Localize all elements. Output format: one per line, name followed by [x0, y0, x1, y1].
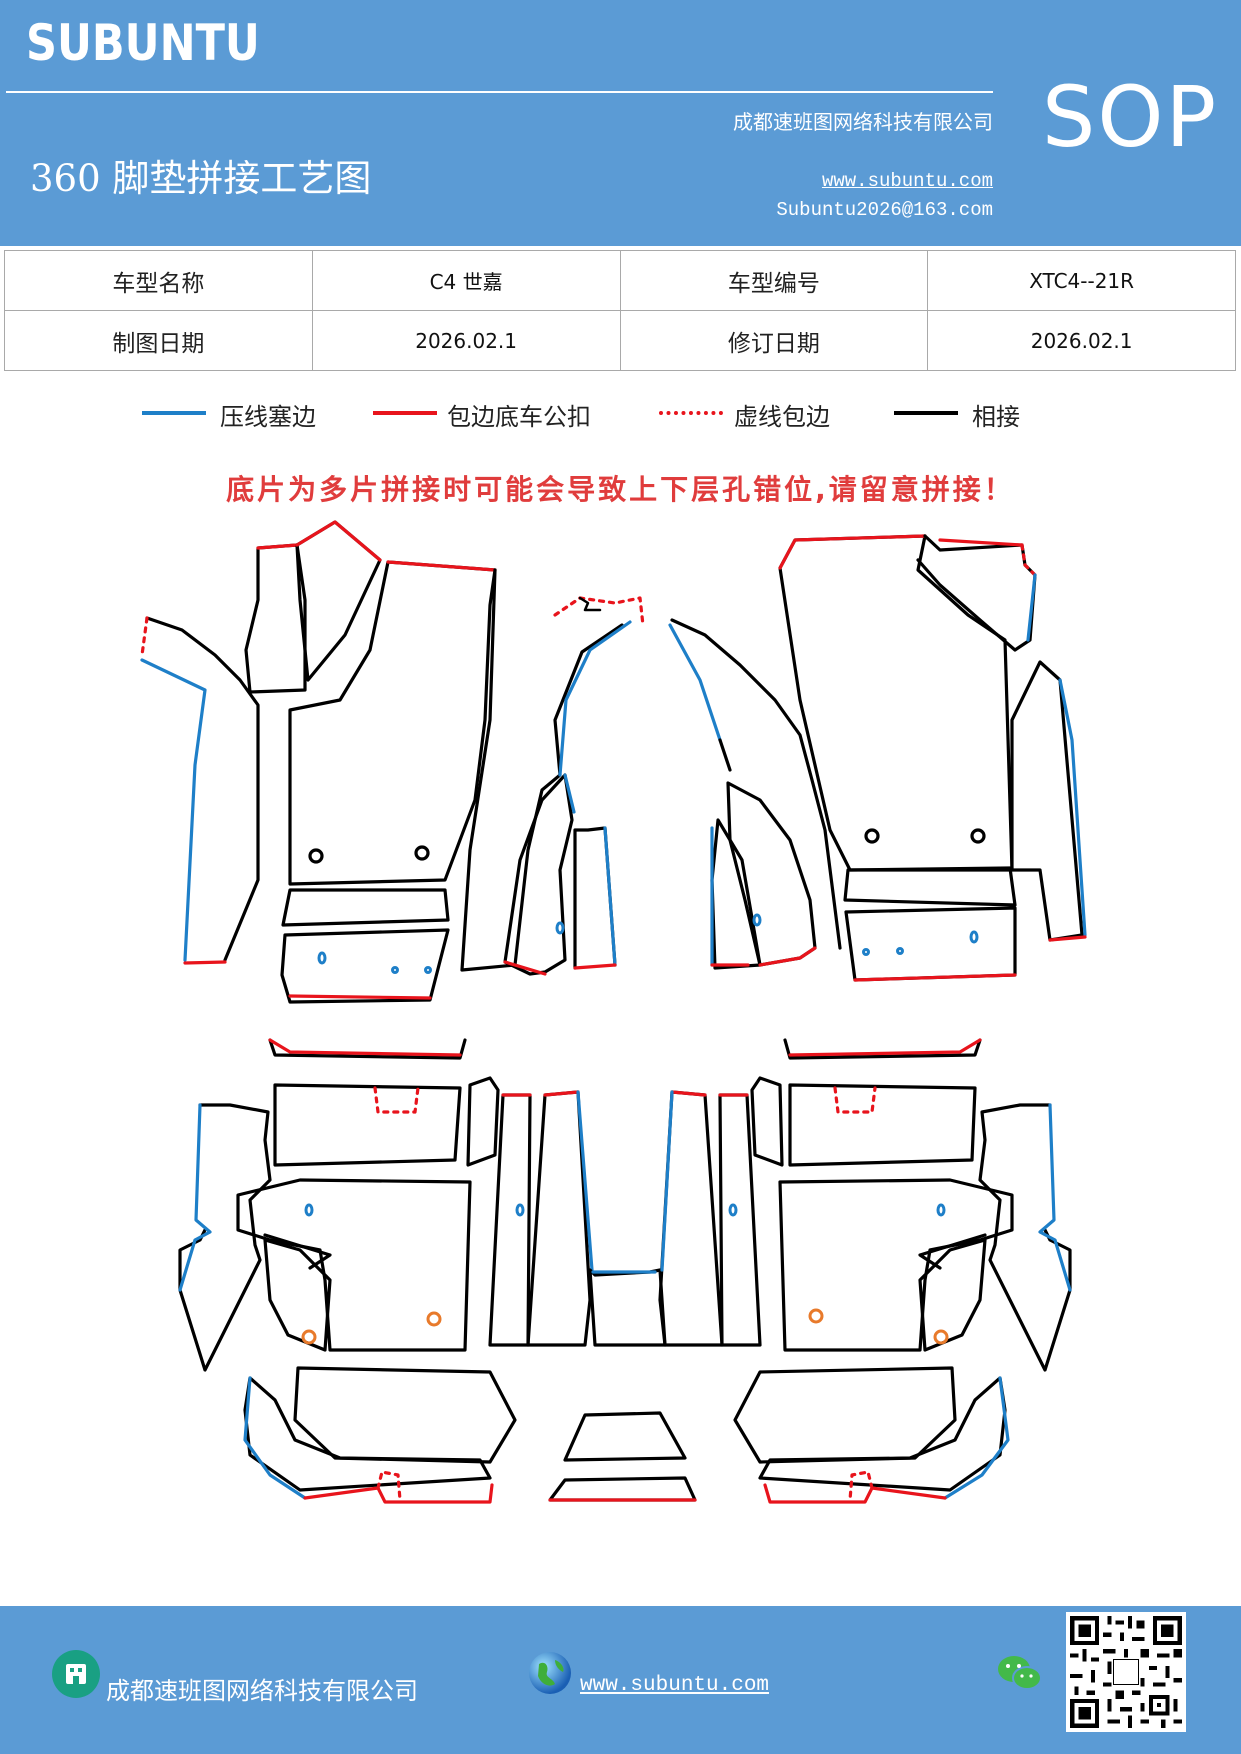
model-code-value: XTC4--21R — [927, 250, 1236, 311]
revise-date-value: 2026.02.1 — [927, 310, 1236, 371]
header-divider — [6, 91, 993, 93]
legend-swatch-red — [373, 411, 437, 415]
brand-logo: SUBUNTU — [26, 14, 260, 72]
vehicle-info-table: 车型名称 C4 世嘉 车型编号 XTC4--21R 制图日期 2026.02.1… — [4, 250, 1236, 371]
legend-label: 相接 — [972, 403, 1020, 431]
legend-swatch-blue — [142, 411, 206, 415]
legend-label: 包边底车公扣 — [447, 403, 591, 431]
model-code-label: 车型编号 — [619, 250, 929, 311]
wechat-icon[interactable] — [995, 1652, 1045, 1694]
header-banner: SUBUNTU SOP 360 脚垫拼接工艺图 成都速班图网络科技有限公司 ww… — [0, 0, 1241, 246]
page-title: 360 脚垫拼接工艺图 — [30, 157, 372, 200]
legend-label: 压线塞边 — [220, 403, 316, 431]
legend-label: 虚线包边 — [734, 403, 830, 431]
draw-date-label: 制图日期 — [4, 310, 313, 371]
footer-banner: 成都速班图网络科技有限公司 www.subuntu.com — [0, 1606, 1241, 1754]
warning-note: 底片为多片拼接时可能会导致上下层孔错位,请留意拼接！ — [226, 473, 1015, 506]
legend-swatch-black — [894, 411, 958, 415]
table-row: 车型名称 C4 世嘉 车型编号 XTC4--21R — [4, 250, 1236, 311]
qr-code — [1066, 1612, 1186, 1732]
building-icon — [52, 1650, 100, 1698]
header-email-link[interactable]: Subuntu2026@163.com — [776, 199, 993, 221]
doc-type-label: SOP — [1042, 68, 1219, 166]
floor-mat-diagram — [140, 520, 1087, 1504]
header-website-link[interactable]: www.subuntu.com — [821, 170, 993, 192]
revise-date-label: 修订日期 — [619, 310, 929, 371]
footer-website-link[interactable]: www.subuntu.com — [580, 1674, 770, 1697]
draw-date-value: 2026.02.1 — [311, 310, 621, 371]
header-company: 成都速班图网络科技有限公司 — [733, 110, 993, 134]
table-row: 制图日期 2026.02.1 修订日期 2026.02.1 — [4, 310, 1236, 371]
footer-company: 成都速班图网络科技有限公司 — [106, 1677, 418, 1705]
legend-swatch-red-dotted — [659, 411, 723, 415]
model-name-label: 车型名称 — [4, 250, 313, 311]
globe-icon — [527, 1650, 573, 1696]
model-name-value: C4 世嘉 — [311, 250, 621, 311]
